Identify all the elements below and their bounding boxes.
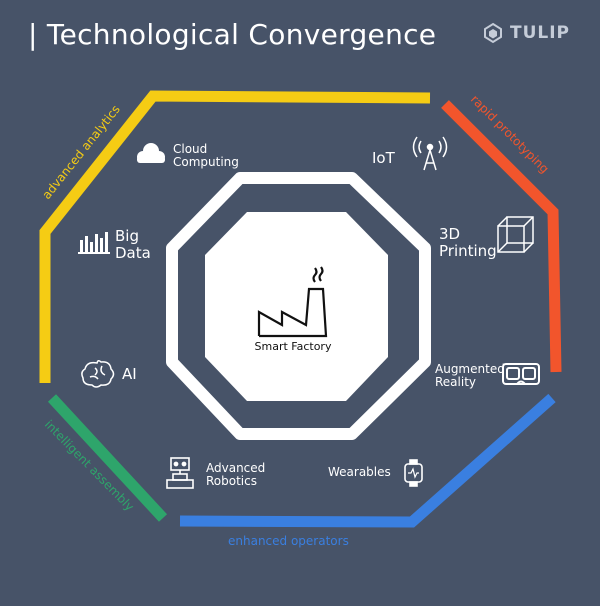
node-3d-printing: 3D Printing [439, 225, 497, 260]
operators-segment [179, 393, 556, 528]
node-augmented-reality: Augmented Reality [435, 362, 505, 389]
node-advanced-robotics: Advanced Robotics [206, 461, 266, 488]
analytics-segment [39, 90, 431, 383]
center-octagon-frame [166, 172, 431, 440]
center-octagon [205, 212, 388, 401]
cube-icon [497, 216, 534, 253]
robot-icon [166, 457, 194, 489]
node-ai: AI [122, 365, 137, 383]
bar-chart-icon [78, 232, 110, 254]
antenna-tower-icon [412, 136, 448, 171]
prototyping-segment [441, 100, 562, 373]
brand-logo: TULIP [482, 22, 570, 44]
node-wearables: Wearables [328, 465, 391, 479]
node-iot: IoT [372, 149, 395, 167]
operators-label: enhanced operators [228, 534, 349, 548]
node-big-data: Big Data [115, 227, 151, 262]
brain-icon [81, 359, 115, 388]
tulip-logo-icon [484, 22, 502, 44]
vr-headset-icon [502, 363, 540, 385]
brand-name: TULIP [510, 23, 571, 43]
cloud-icon [137, 143, 165, 163]
assembly-segment [47, 394, 168, 522]
factory-icon [257, 266, 328, 338]
smartwatch-icon [404, 459, 423, 487]
node-cloud-computing: Cloud Computing [173, 142, 239, 169]
page-title: | Technological Convergence [28, 18, 437, 51]
center-label: Smart Factory [255, 340, 332, 353]
